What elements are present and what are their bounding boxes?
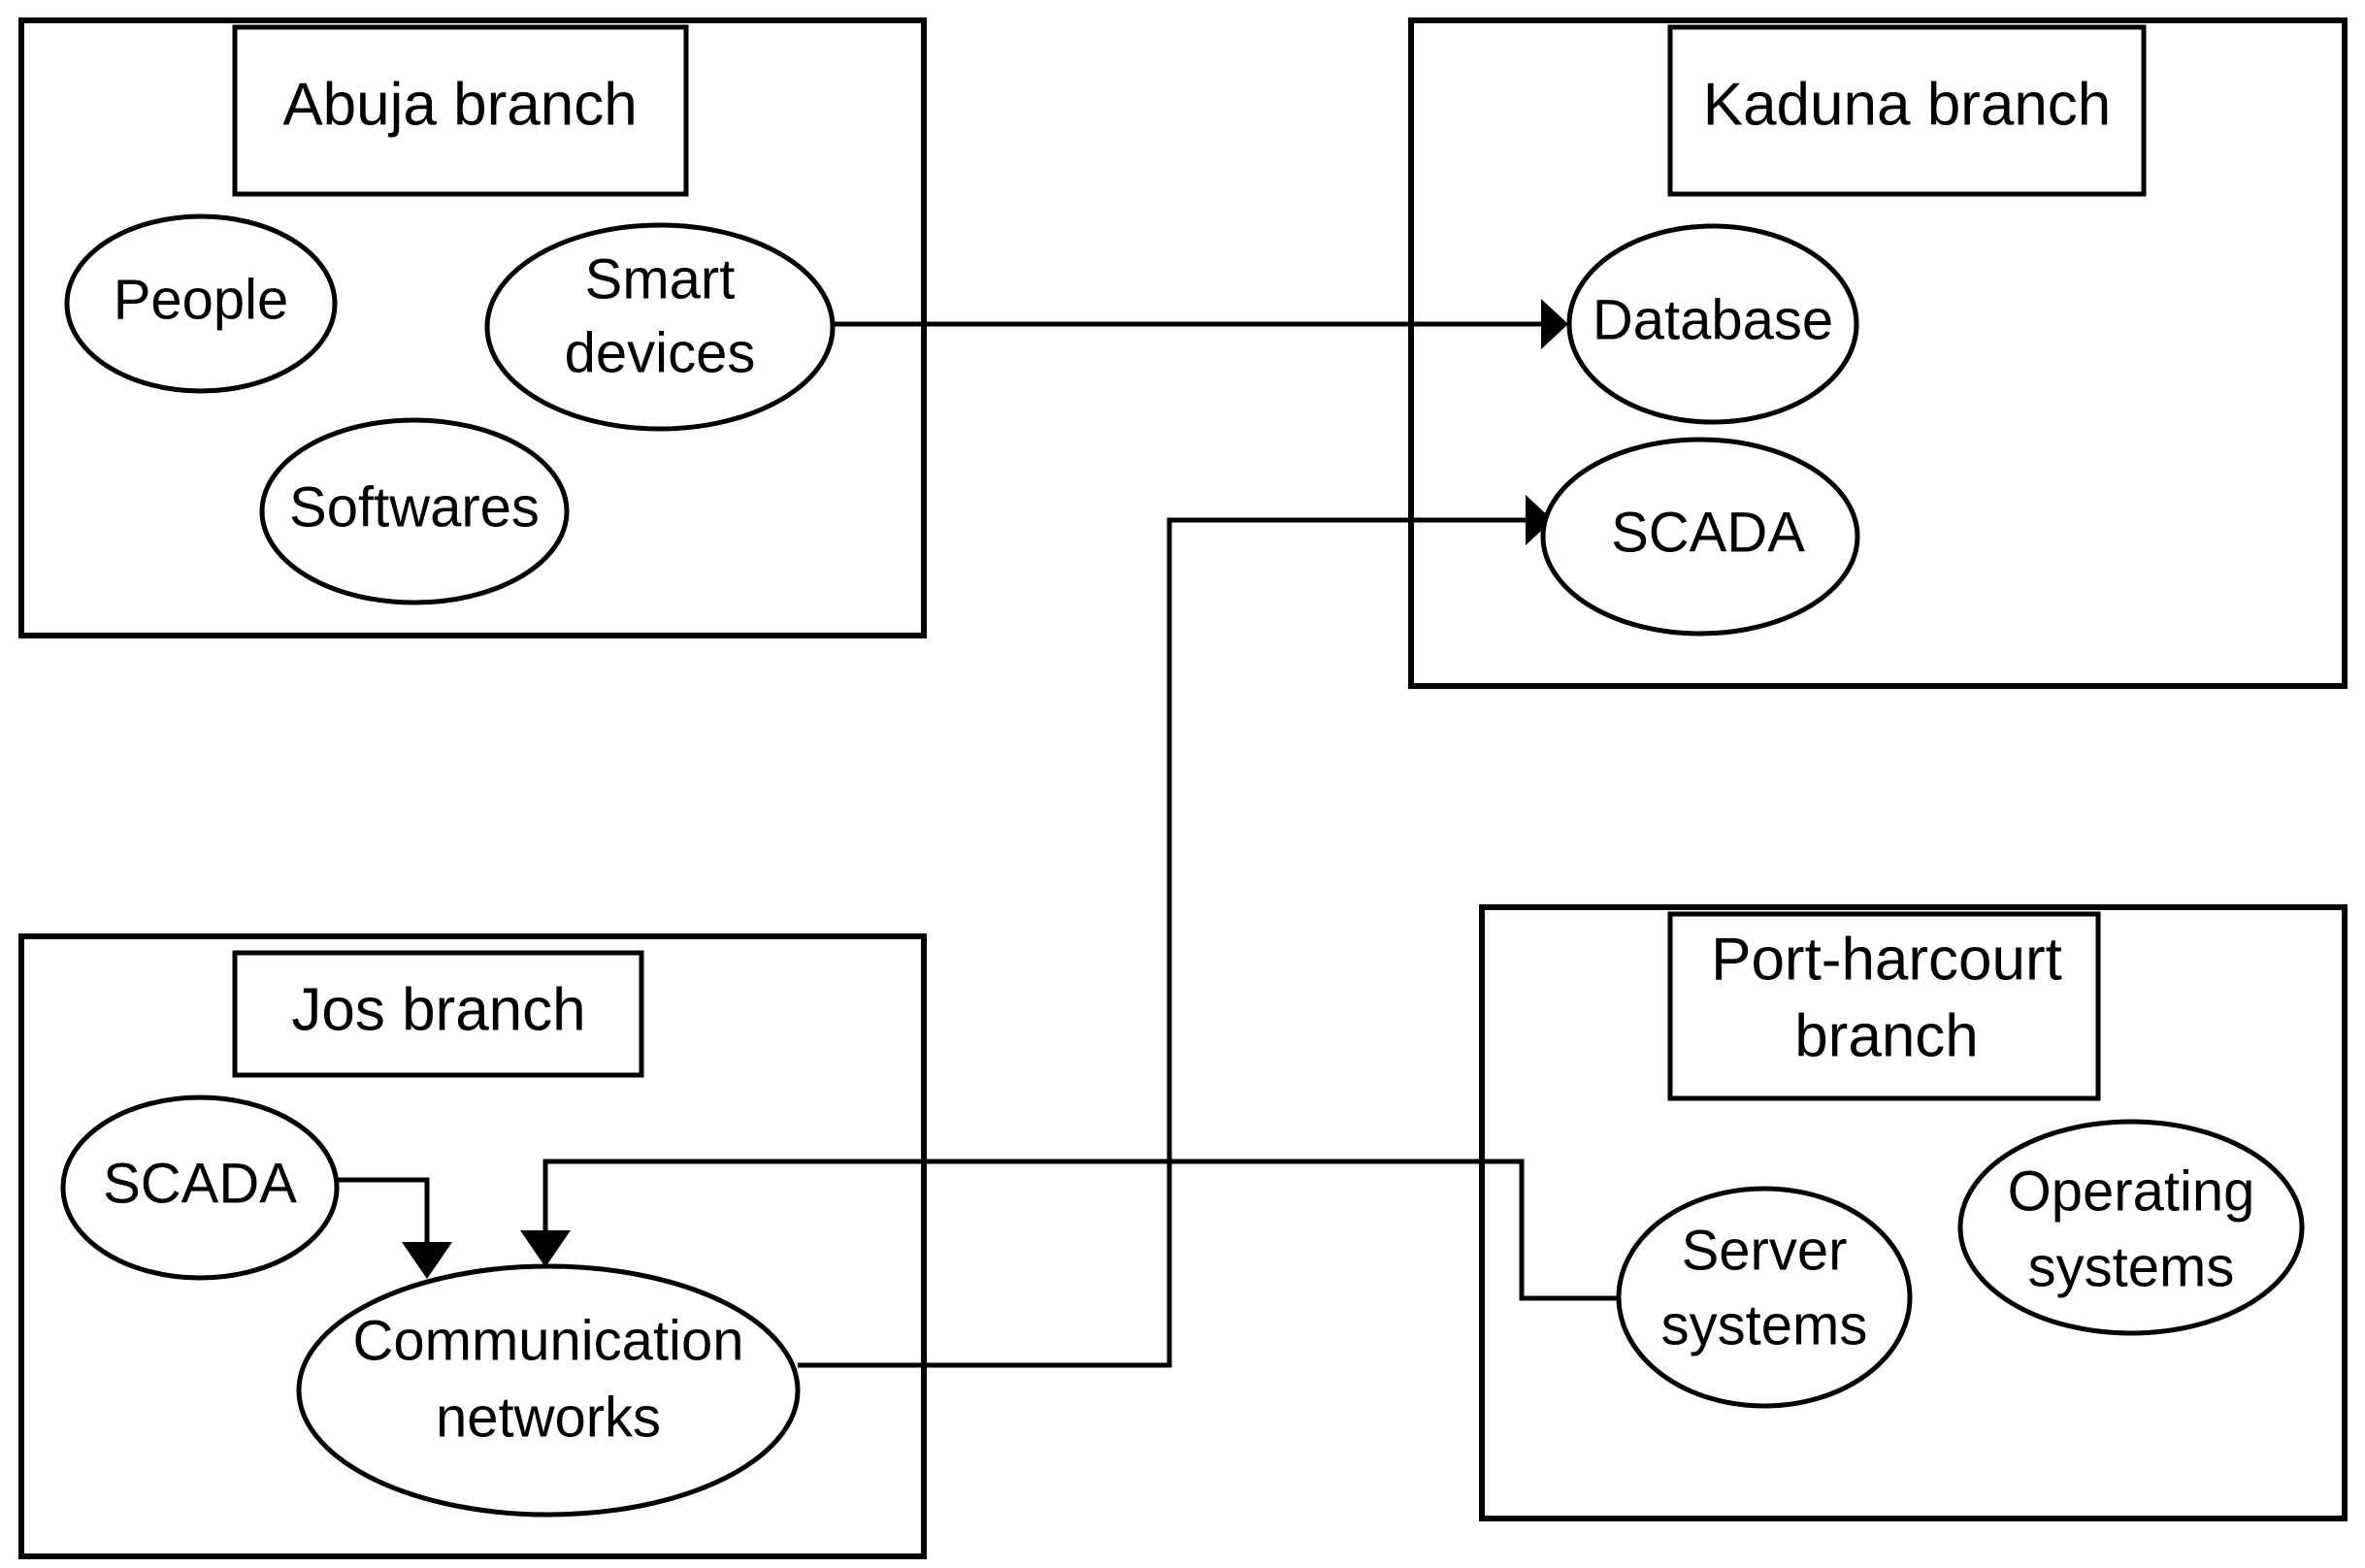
branch-title-port-harcourt-line1: Port-harcourt (1711, 926, 2062, 993)
branch-title-kaduna: Kaduna branch (1703, 71, 2112, 138)
node-communication-networks[interactable] (296, 1263, 801, 1518)
node-database[interactable] (1566, 223, 1859, 425)
node-label-kaduna-scada: SCADA (1611, 501, 1805, 564)
node-label-communication-networks-line1: Communication (353, 1309, 744, 1372)
node-jos-scada[interactable] (60, 1094, 340, 1281)
node-people[interactable] (64, 213, 338, 394)
branch-title-abuja: Abuja branch (282, 71, 637, 138)
node-softwares[interactable] (259, 417, 570, 605)
connector-communication-networks-to-kaduna-scada[interactable] (798, 495, 1553, 1368)
node-kaduna-scada[interactable] (1540, 437, 1860, 637)
node-label-operating-systems-line2: systems (2028, 1235, 2235, 1298)
node-label-people: People (114, 268, 289, 331)
node-smart-devices[interactable] (484, 222, 836, 432)
node-label-communication-networks-line2: networks (436, 1386, 661, 1449)
branch-frame-abuja[interactable] (18, 17, 927, 638)
branch-title-jos: Jos branch (291, 976, 585, 1043)
connector-jos-scada-to-communication-networks[interactable] (330, 1177, 452, 1279)
branch-title-port-harcourt-line2: branch (1794, 1002, 1979, 1069)
branch-frame-jos[interactable] (18, 933, 927, 1559)
node-label-database: Database (1593, 288, 1833, 351)
branch-title-box-port-harcourt (1667, 911, 2101, 1101)
node-label-server-systems-line1: Server (1682, 1219, 1848, 1282)
node-label-jos-scada: SCADA (103, 1152, 297, 1215)
node-label-smart-devices-line2: devices (565, 321, 756, 384)
connector-smart-devices-to-database[interactable] (831, 299, 1568, 349)
node-label-smart-devices-line1: Smart (585, 247, 736, 310)
node-label-server-systems-line2: systems (1661, 1293, 1868, 1356)
node-server-systems[interactable] (1616, 1186, 1913, 1409)
branch-title-box-abuja (232, 24, 689, 197)
connector-server-systems-to-communication-networks[interactable] (520, 1159, 1619, 1301)
node-label-softwares: Softwares (289, 475, 540, 539)
branch-frame-port-harcourt[interactable] (1479, 904, 2348, 1521)
node-label-operating-systems-line1: Operating (2008, 1160, 2255, 1223)
branch-frame-kaduna[interactable] (1408, 17, 2348, 689)
branch-title-box-kaduna (1667, 24, 2147, 197)
branch-title-box-jos (232, 950, 644, 1078)
node-operating-systems[interactable] (1957, 1119, 2305, 1336)
